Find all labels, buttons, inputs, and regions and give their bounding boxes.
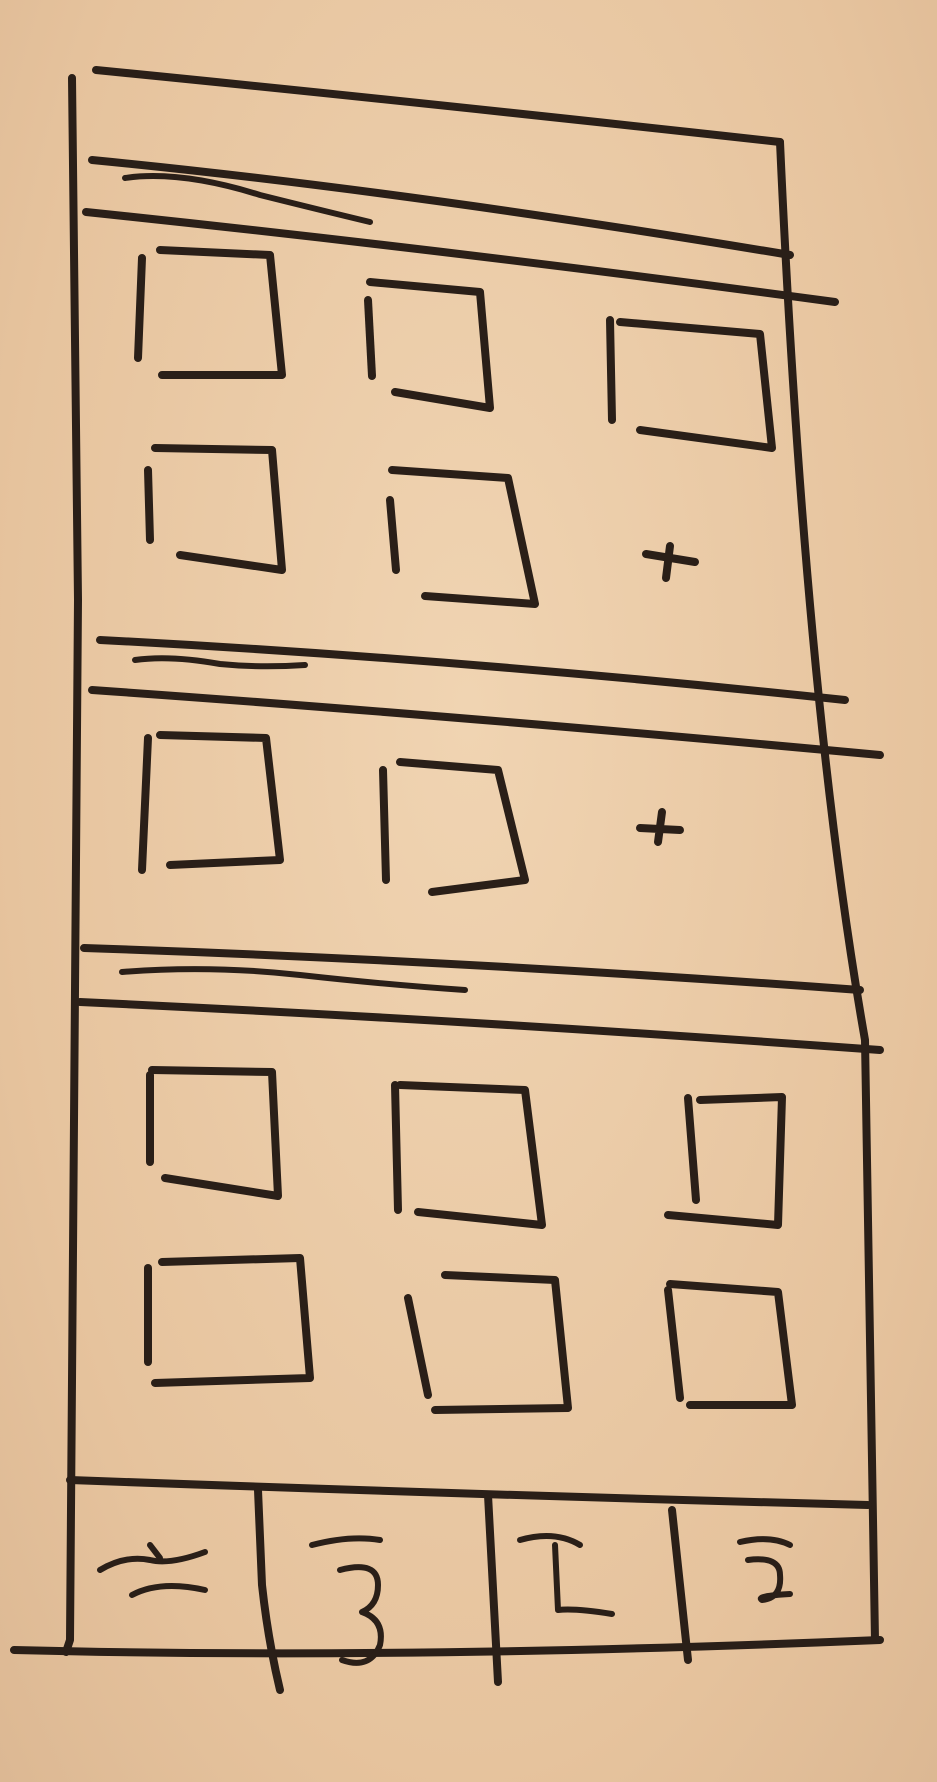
tile: [388, 466, 539, 608]
tile: [366, 278, 494, 412]
tile: [666, 1280, 796, 1409]
tab-2[interactable]: [309, 1535, 384, 1666]
section-1-tiles[interactable]: [134, 246, 776, 608]
tile: [156, 246, 286, 379]
tile: [664, 1093, 786, 1229]
tab-icon: [309, 1535, 383, 1548]
section-2-tiles[interactable]: [138, 731, 529, 896]
tile: [148, 1066, 282, 1200]
tile: [684, 1094, 700, 1204]
phone-frame: [10, 66, 884, 1658]
tile: [151, 1254, 314, 1387]
tab-icon: [97, 1549, 208, 1573]
tile: [431, 1271, 572, 1414]
section-header-3: [76, 944, 884, 1054]
tab-3[interactable]: [517, 1533, 615, 1617]
tab-1[interactable]: [97, 1542, 208, 1598]
tile: [151, 444, 286, 574]
tile: [144, 466, 154, 544]
tab-icon: [737, 1536, 793, 1548]
section-title-1: [122, 173, 373, 225]
plus-icon: [636, 808, 684, 846]
tile: [386, 496, 400, 574]
tab-icon: [129, 1583, 208, 1598]
tab-bar: [66, 1476, 872, 1694]
add-button-1[interactable]: [642, 542, 699, 582]
tile: [138, 734, 152, 874]
tile: [134, 254, 146, 362]
tab-4[interactable]: [737, 1536, 793, 1603]
tile: [396, 1081, 546, 1229]
tile: [379, 766, 390, 884]
tab-icon: [147, 1542, 163, 1561]
tile: [391, 1081, 402, 1214]
tab-icon: [552, 1542, 615, 1617]
add-button-2[interactable]: [636, 808, 684, 846]
section-title-2: [132, 655, 308, 670]
tab-divider: [254, 1486, 284, 1694]
tab-icon: [745, 1556, 793, 1603]
tab-icon: [337, 1564, 384, 1666]
tab-icon: [517, 1533, 583, 1548]
section-3-tiles[interactable]: [144, 1066, 796, 1414]
tile: [404, 1294, 432, 1399]
tile: [156, 731, 284, 869]
tile: [616, 318, 776, 452]
tile: [396, 758, 529, 896]
section-header-1: [82, 156, 839, 306]
tab-divider: [668, 1506, 692, 1664]
tile: [606, 316, 616, 424]
plus-icon: [642, 542, 699, 582]
section-title-3: [119, 966, 468, 993]
tab-divider: [484, 1491, 502, 1686]
tile: [664, 1286, 684, 1402]
tile: [364, 296, 376, 380]
section-header-2: [88, 636, 884, 759]
